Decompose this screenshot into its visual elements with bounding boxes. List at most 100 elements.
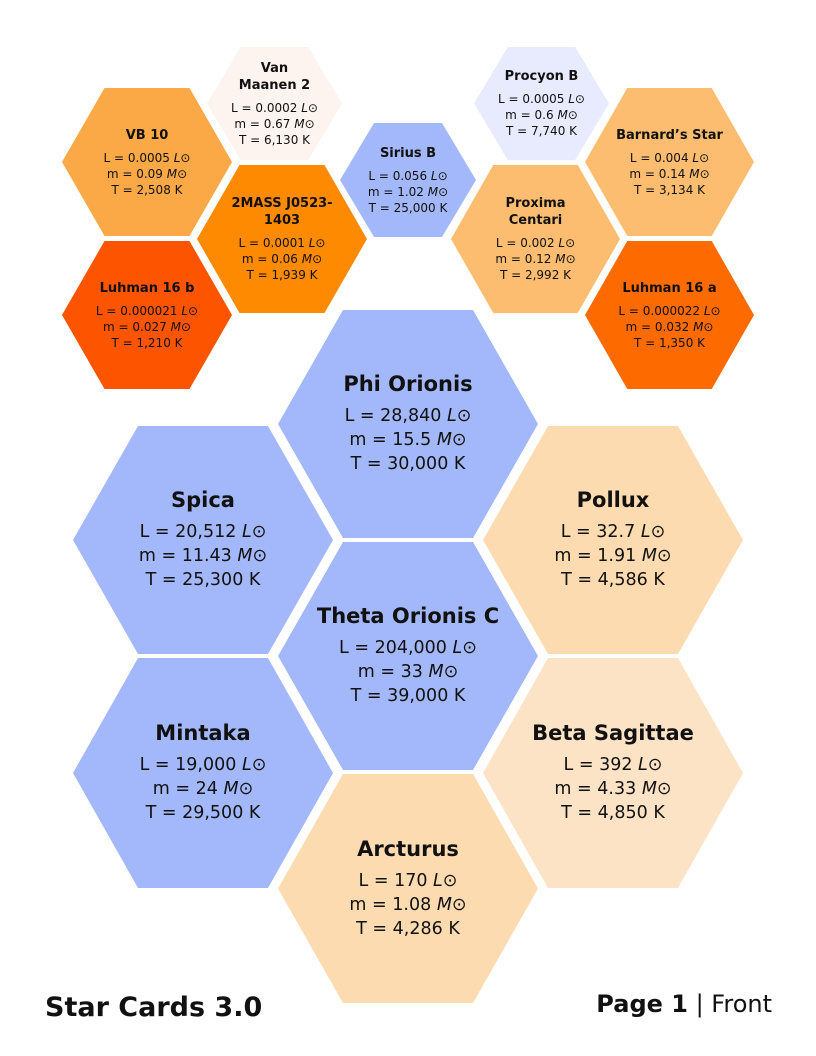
luminosity-value: 0.000021 xyxy=(120,303,178,318)
luminosity-value: 28,840 xyxy=(380,406,442,426)
mass-value: 1.02 xyxy=(397,184,424,199)
star-name: Pollux xyxy=(576,488,650,512)
temperature-value: 3,134 xyxy=(658,182,694,197)
solar-mass-unit: M⊙ xyxy=(223,779,254,799)
star-luminosity: L = 0.000021 L⊙ xyxy=(95,303,199,318)
star-luminosity: L = 0.002 L⊙ xyxy=(495,236,576,250)
luminosity-value: 32.7 xyxy=(596,522,636,542)
star-luminosity: L = 0.004 L⊙ xyxy=(629,150,710,165)
temperature-value: 7,740 xyxy=(530,124,566,138)
star-name: VB 10 xyxy=(125,127,169,143)
star-mass: m = 0.032 M⊙ xyxy=(625,319,714,334)
star-temperature: T = 30,000 K xyxy=(350,454,466,474)
solar-luminosity-unit: L⊙ xyxy=(703,303,721,318)
star-temperature: T = 2,992 K xyxy=(499,268,572,282)
mass-value: 0.027 xyxy=(132,319,167,334)
star-mass: m = 0.09 M⊙ xyxy=(106,166,188,181)
star-temperature: T = 4,586 K xyxy=(561,570,665,590)
star-temperature: T = 29,500 K xyxy=(145,803,261,823)
kelvin-unit: K xyxy=(174,335,183,350)
kelvin-unit: K xyxy=(248,803,261,823)
star-luminosity: L = 0.000022 L⊙ xyxy=(618,303,721,318)
solar-luminosity-unit: L⊙ xyxy=(301,100,318,115)
star-temperature: T = 39,000 K xyxy=(350,686,466,706)
luminosity-value: 20,512 xyxy=(175,522,237,542)
temperature-value: 25,300 xyxy=(182,570,244,590)
mass-value: 11.43 xyxy=(181,546,232,566)
kelvin-unit: K xyxy=(569,124,578,138)
solar-luminosity-unit: L⊙ xyxy=(181,303,199,318)
star-luminosity: L = 28,840 L⊙ xyxy=(344,406,472,426)
star-temperature: T = 1,350 K xyxy=(633,335,706,350)
star-luminosity: L = 20,512 L⊙ xyxy=(139,522,267,542)
solar-mass-unit: M⊙ xyxy=(693,319,714,334)
kelvin-unit: K xyxy=(309,268,318,282)
mass-value: 0.032 xyxy=(654,319,690,334)
star-name: Spica xyxy=(171,488,235,512)
star-temperature: T = 25,000 K xyxy=(368,200,448,215)
temperature-value: 25,000 xyxy=(393,200,436,215)
solar-mass-unit: M⊙ xyxy=(427,184,449,199)
temperature-value: 39,000 xyxy=(387,686,449,706)
mass-value: 0.09 xyxy=(136,166,163,181)
kelvin-unit: K xyxy=(302,132,311,147)
star-name: Van Maanen 2 xyxy=(238,60,311,93)
luminosity-value: 0.056 xyxy=(392,168,428,183)
mass-value: 1.91 xyxy=(597,546,637,566)
star-mass: m = 33 M⊙ xyxy=(357,662,459,682)
solar-luminosity-unit: L⊙ xyxy=(568,92,585,106)
solar-luminosity-unit: L⊙ xyxy=(446,406,472,426)
star-name: Mintaka xyxy=(155,721,251,745)
star-mass: m = 0.027 M⊙ xyxy=(103,319,191,334)
star-mass: m = 15.5 M⊙ xyxy=(349,430,467,450)
page-separator: | xyxy=(687,990,712,1018)
mass-value: 0.14 xyxy=(658,166,686,181)
kelvin-unit: K xyxy=(697,182,706,197)
star-luminosity: L = 32.7 L⊙ xyxy=(560,522,666,542)
solar-mass-unit: M⊙ xyxy=(641,546,672,566)
star-card-proxima-centari: Proxima Centari L = 0.002 L⊙ m = 0.12 M⊙ T … xyxy=(451,165,620,313)
mass-value: 0.06 xyxy=(271,252,298,266)
luminosity-value: 204,000 xyxy=(374,638,447,658)
solar-mass-unit: M⊙ xyxy=(166,166,188,181)
star-mass: m = 1.02 M⊙ xyxy=(367,184,449,199)
mass-value: 0.67 xyxy=(263,116,291,131)
document-title: Star Cards 3.0 xyxy=(45,992,263,1023)
temperature-value: 1,210 xyxy=(136,335,171,350)
luminosity-value: 0.004 xyxy=(654,150,689,165)
star-luminosity: L = 170 L⊙ xyxy=(358,870,458,891)
kelvin-unit: K xyxy=(174,182,183,197)
kelvin-unit: K xyxy=(448,918,460,939)
star-name: Theta Orionis C xyxy=(316,604,500,628)
star-luminosity: L = 0.0002 L⊙ xyxy=(231,100,318,115)
temperature-value: 2,992 xyxy=(524,268,560,282)
star-mass: m = 1.08 M⊙ xyxy=(349,894,467,915)
star-temperature: T = 4,286 K xyxy=(356,918,460,939)
luminosity-value: 170 xyxy=(394,870,428,891)
kelvin-unit: K xyxy=(653,570,665,590)
star-temperature: T = 25,300 K xyxy=(145,570,261,590)
luminosity-value: 0.000022 xyxy=(642,303,701,318)
star-name: 2MASS J0523-1403 xyxy=(231,196,333,228)
star-name: Proxima Centari xyxy=(505,196,566,228)
star-temperature: T = 1,939 K xyxy=(246,268,318,282)
star-name: Luhman 16 a xyxy=(622,280,717,296)
star-temperature: T = 4,850 K xyxy=(561,803,665,823)
star-name: Luhman 16 b xyxy=(99,280,195,296)
star-name: Procyon B xyxy=(504,69,579,84)
star-mass: m = 0.12 M⊙ xyxy=(495,252,576,266)
star-mass: m = 4.33 M⊙ xyxy=(554,779,672,799)
solar-luminosity-unit: L⊙ xyxy=(558,236,576,250)
temperature-value: 1,939 xyxy=(271,268,306,282)
